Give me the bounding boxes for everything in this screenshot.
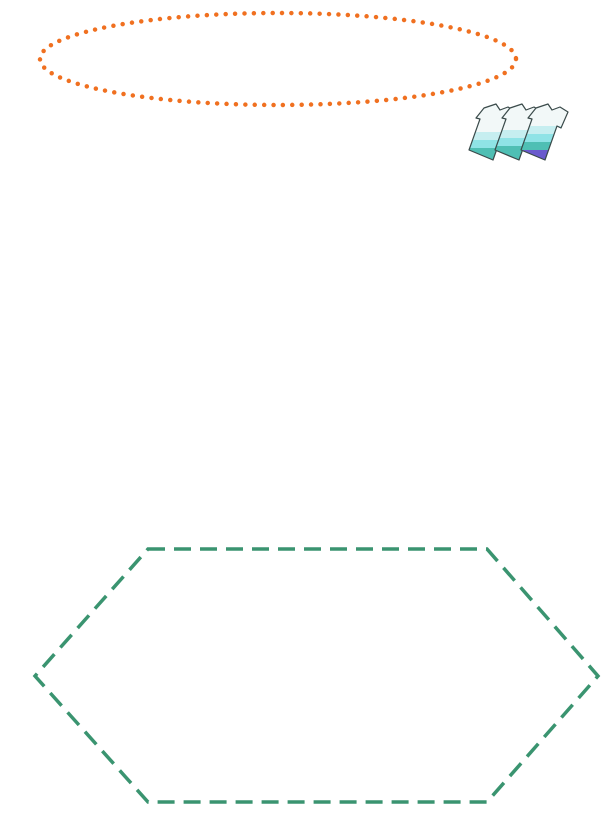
dotted-ellipse <box>37 10 519 108</box>
shirts-icon <box>468 103 569 161</box>
dashed-hexagon <box>32 547 601 804</box>
